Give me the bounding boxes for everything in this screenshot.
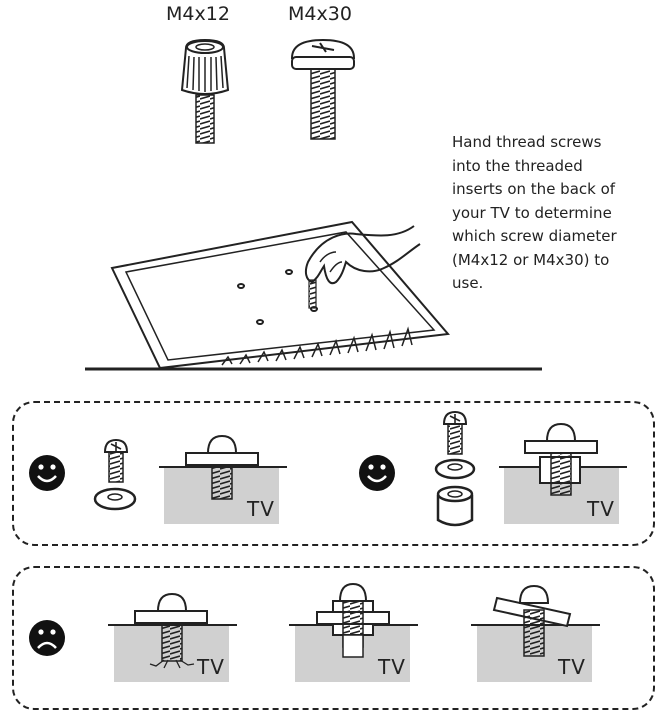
tilted-washer-section: [471, 584, 600, 682]
instruction-line: use.: [452, 274, 484, 292]
short-screw-label: M4x12: [166, 3, 230, 25]
spacer-too-long-section: [289, 582, 418, 682]
tv-label: TV: [197, 655, 225, 679]
tv-label: TV: [247, 497, 275, 521]
long-screw-label: M4x30: [288, 3, 352, 25]
instruction-line: into the threaded: [452, 156, 583, 175]
long-screw-washer-spacer-icon: [434, 410, 476, 527]
tv-label: TV: [378, 655, 406, 679]
tv-label: TV: [587, 497, 615, 521]
short-screw-icon: [180, 38, 230, 144]
correct-examples-panel: [12, 401, 655, 546]
screw-too-long-section: [108, 592, 237, 682]
instruction-text: Hand thread screws into the threaded ins…: [452, 131, 652, 296]
correct-fit-section: [159, 434, 287, 524]
instruction-line: which screw diameter: [452, 227, 617, 245]
tv-label: TV: [558, 655, 586, 679]
long-screw-icon: [290, 38, 356, 140]
instruction-line: (M4x12 or M4x30) to: [452, 250, 610, 269]
instruction-line: your TV to determine: [452, 203, 612, 222]
correct-fit-spacer-section: [499, 422, 627, 524]
wrong-examples-panel: [12, 566, 655, 710]
tv-back-illustration: [85, 220, 542, 371]
sad-face-icon: [29, 620, 65, 656]
smiley-icon: [29, 455, 65, 491]
instruction-line: Hand thread screws: [452, 133, 602, 151]
smiley-icon: [359, 455, 395, 491]
instruction-line: inserts on the back of: [452, 180, 616, 198]
short-screw-with-washer-icon: [93, 438, 137, 511]
